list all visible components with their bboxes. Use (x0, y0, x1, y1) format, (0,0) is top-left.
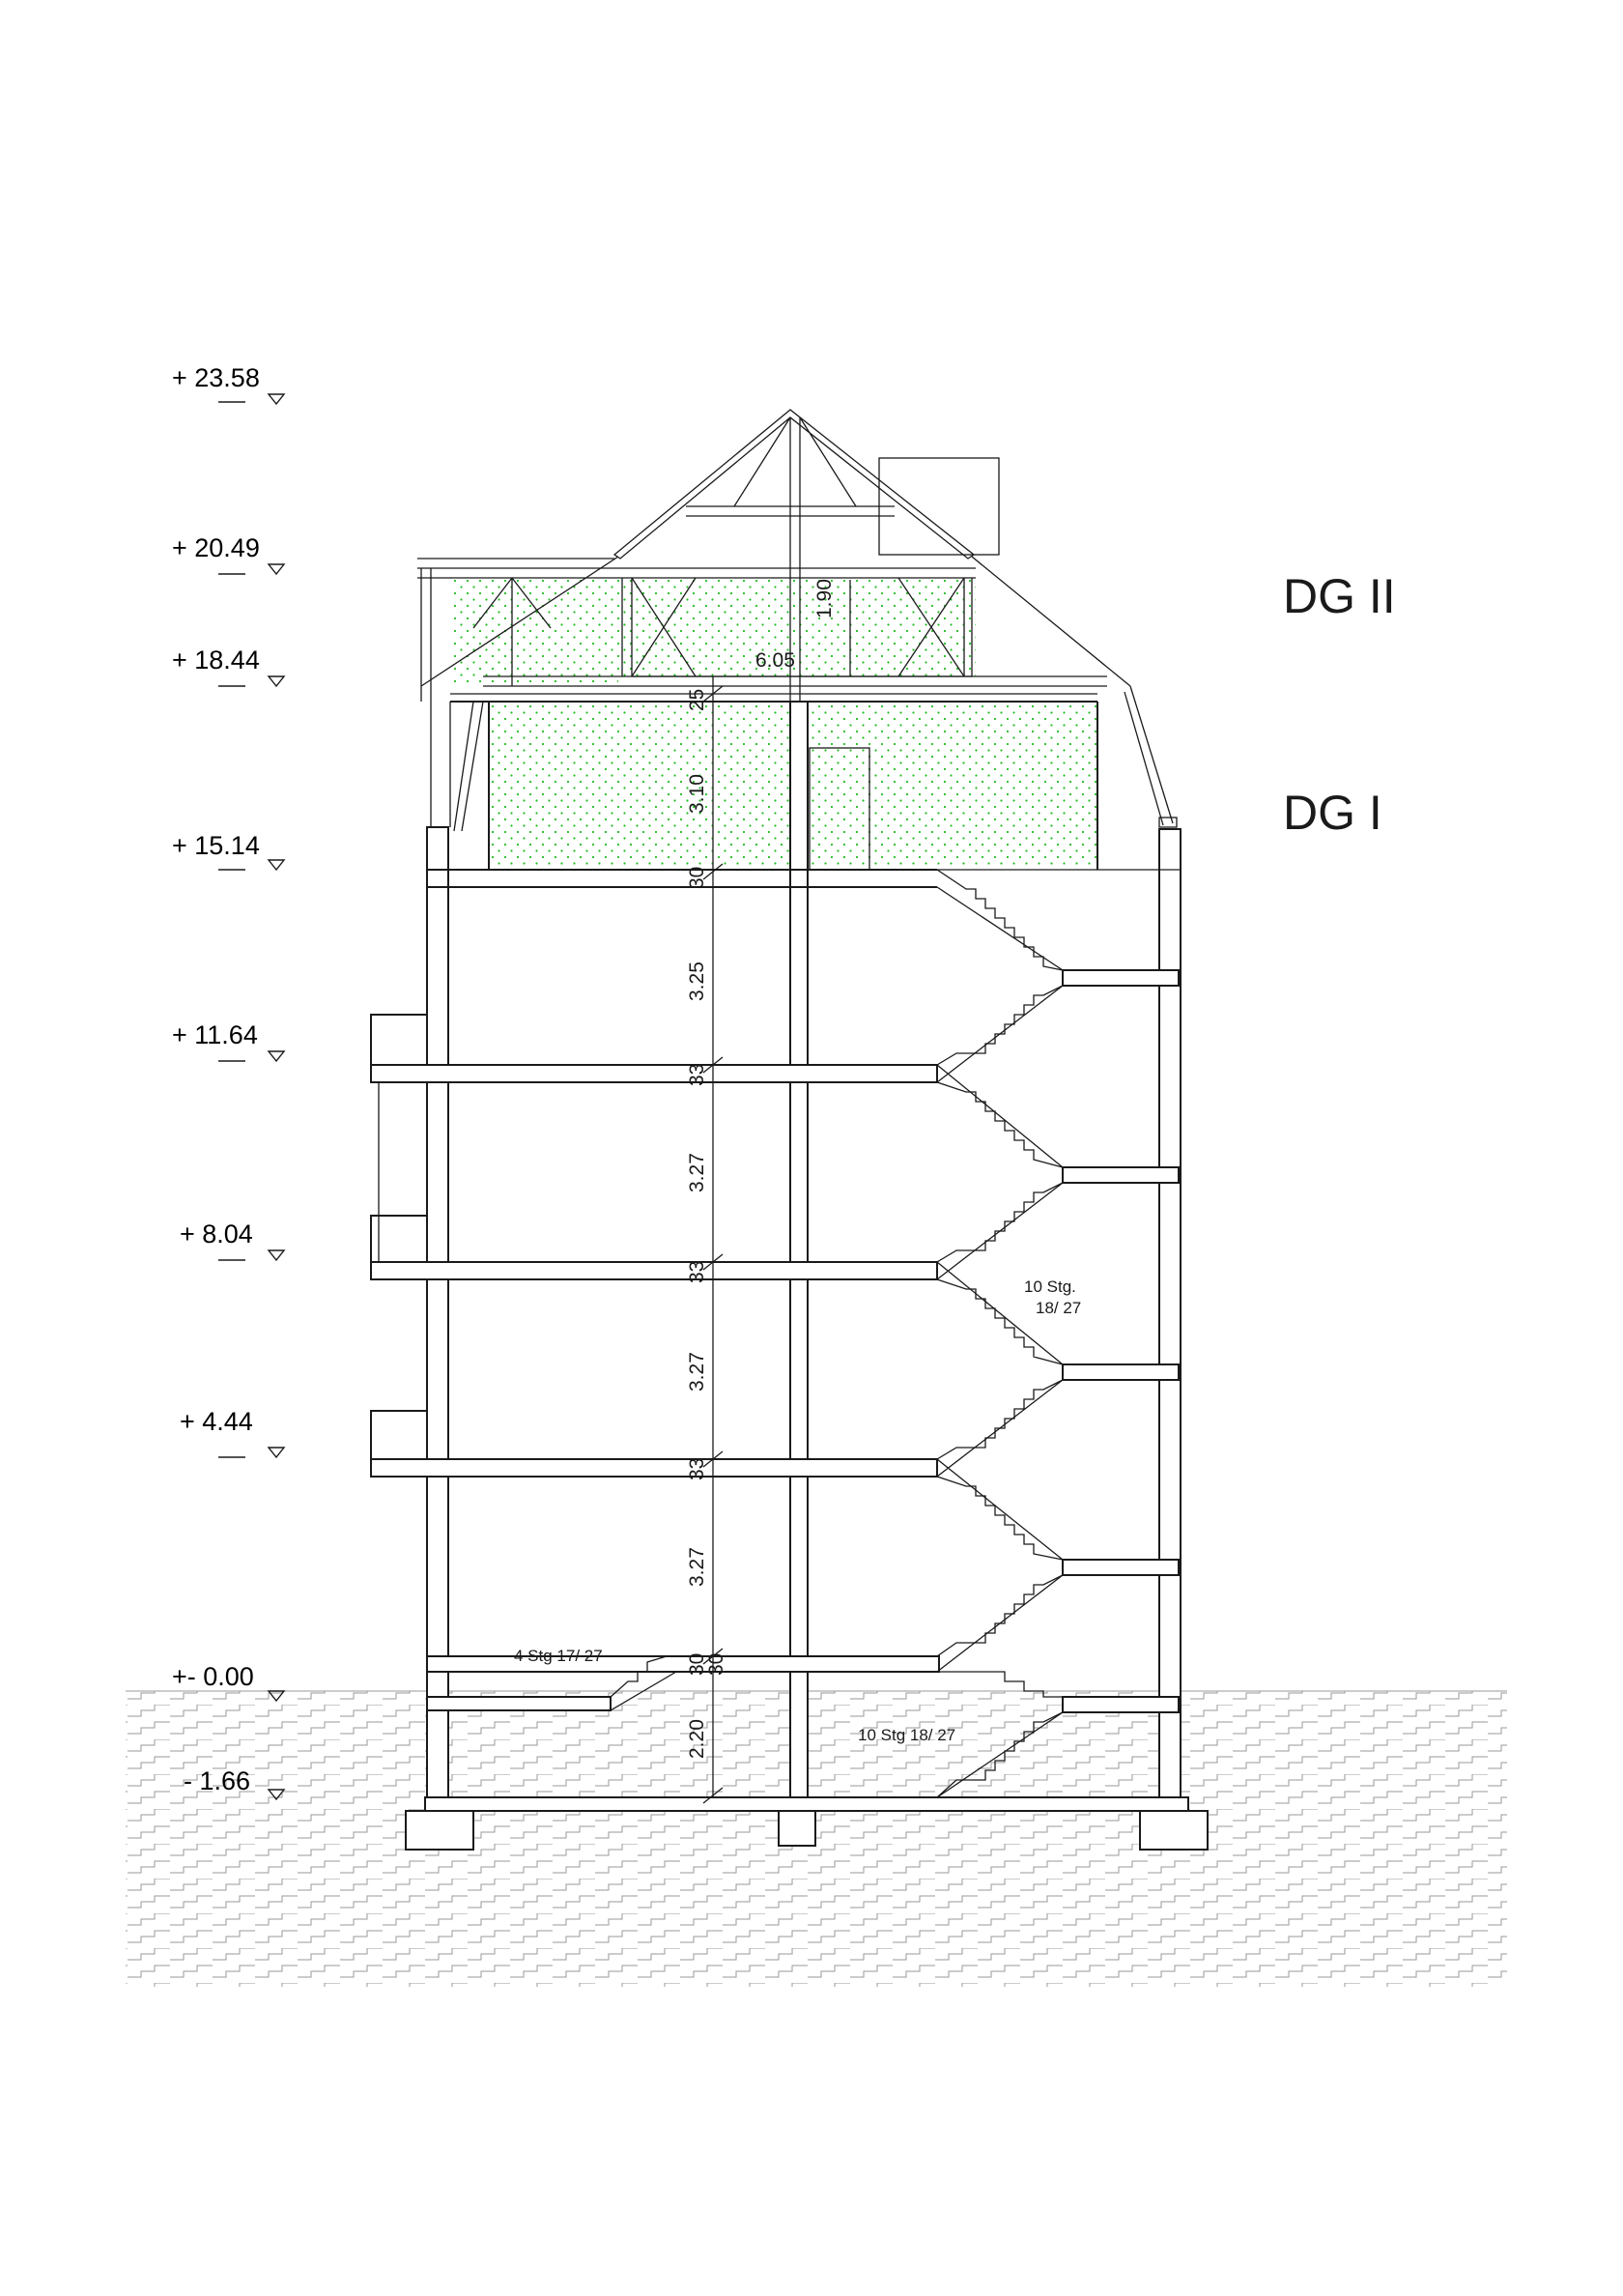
dimension-roof-height: 1.90 (813, 579, 836, 618)
dimension-slab: 33 (686, 1457, 708, 1480)
dimension-chain (632, 580, 972, 1804)
dimension-slab: 30 (686, 866, 708, 889)
level-label: + 18.44 (172, 646, 260, 674)
dimension-roof-width: 6.05 (755, 649, 795, 672)
floor-label-dg1: DG I (1283, 786, 1382, 840)
dimension-floor-height: 3.27 (686, 1352, 708, 1392)
dimension-slab: 33 (686, 1260, 708, 1283)
roof-truss (417, 409, 1178, 828)
level-label: + 4.44 (180, 1407, 253, 1436)
stair-note: 18/ 27 (1036, 1299, 1082, 1317)
dimension-slab: 30 (705, 1652, 727, 1676)
stair-note: 10 Stg. (1024, 1277, 1076, 1296)
dimension-basement-height: 2.20 (686, 1719, 708, 1759)
floor-slabs (370, 869, 1181, 1713)
dimension-floor-height: 3.27 (686, 1153, 708, 1192)
level-label: + 8.04 (180, 1220, 253, 1248)
dimension-floor-height: 3.27 (686, 1547, 708, 1587)
level-label: + 15.14 (172, 831, 260, 860)
attic-door (809, 747, 870, 871)
level-label: + 11.64 (172, 1020, 258, 1049)
dimension-dg1-height: 3.10 (686, 774, 708, 814)
middle-wall (789, 701, 809, 1798)
stair-note: 4 Stg 17/ 27 (514, 1647, 603, 1665)
dimension-slab: 33 (686, 1063, 708, 1086)
dimension-floor-height: 3.25 (686, 961, 708, 1001)
level-label: +- 0.00 (172, 1662, 254, 1691)
balconies (370, 1014, 428, 1460)
level-label: + 23.58 (172, 363, 260, 392)
attic-structure (430, 693, 1098, 871)
level-label: - 1.66 (184, 1766, 251, 1795)
stair-note: 10 Stg 18/ 27 (858, 1726, 956, 1744)
chimney (878, 457, 1000, 556)
staircases (610, 869, 1064, 1798)
floor-label-dg2: DG II (1283, 569, 1396, 623)
dimension-dg-slab: 25 (686, 688, 708, 711)
level-label: + 20.49 (172, 533, 260, 562)
